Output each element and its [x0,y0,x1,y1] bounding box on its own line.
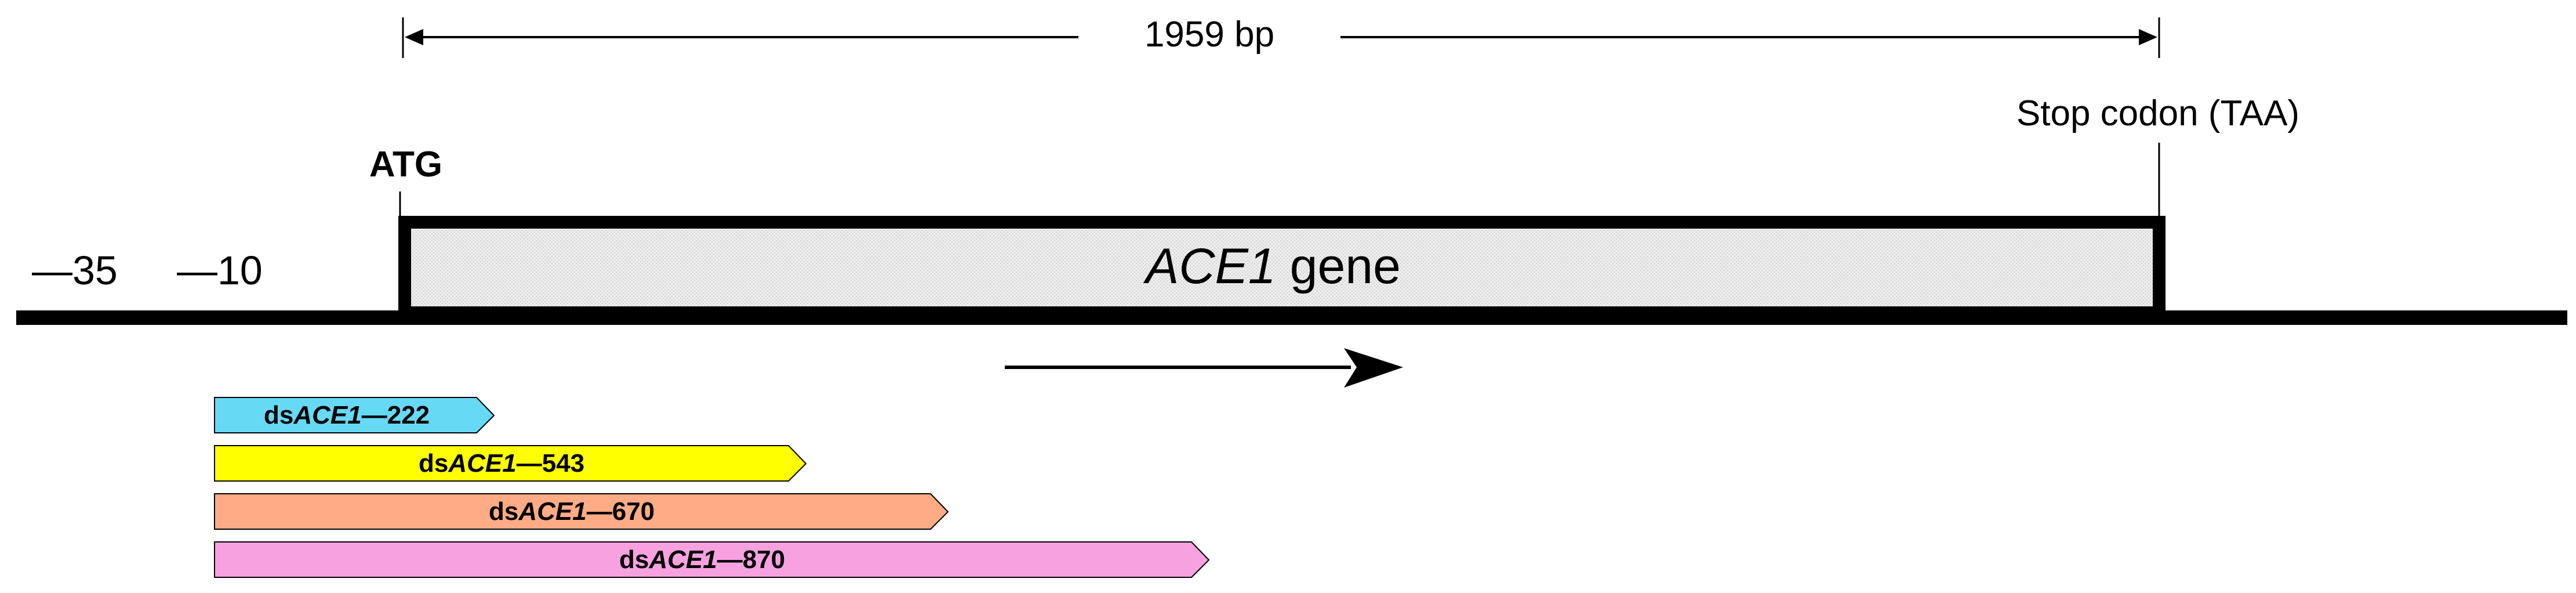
fragment-label: dsACE1—543 [419,449,584,478]
length-dimension: 1959 bp [402,15,2160,58]
chromosome-line [16,310,2567,325]
dimension-arrowhead-left [405,29,423,45]
dsrna-fragments: dsACE1—222 dsACE1—543 dsACE1—670 dsACE1—… [214,397,1210,578]
fragment-label: dsACE1—870 [619,545,785,574]
fragment-label: dsACE1—670 [489,497,655,526]
dimension-arrowhead-right [2139,29,2157,45]
fragment-670: dsACE1—670 [214,493,949,530]
fragment-gene: ACE1 [448,449,516,478]
fragment-prefix: ds [619,545,649,574]
fragment-length: —670 [587,497,655,526]
length-label: 1959 bp [1145,15,1274,55]
stop-codon-label: Stop codon (TAA) [2017,93,2299,133]
fragment-length: —222 [362,401,430,429]
fragment-prefix: ds [264,401,293,429]
fragment-gene: ACE1 [518,497,586,526]
fragment-length: —543 [517,449,584,478]
fragment-prefix: ds [419,449,448,478]
fragment-label: dsACE1—222 [264,401,430,429]
fragment-222: dsACE1—222 [214,397,495,433]
gene-label: ACE1 gene [1143,238,1401,294]
gene-suffix: gene [1276,238,1401,294]
gene-name: ACE1 [1143,238,1276,294]
fragment-arrow [214,397,495,433]
fragment-gene: ACE1 [293,401,361,429]
fragment-arrow [214,445,807,482]
fragment-length: —870 [717,545,785,574]
transcription-direction-arrow [1005,348,1403,388]
fragment-543: dsACE1—543 [214,445,807,482]
fragment-gene: ACE1 [648,545,717,574]
promoter-minus35: —35 [32,248,118,293]
fragment-arrow [214,541,1210,578]
promoter-minus10: —10 [177,248,263,293]
fragment-870: dsACE1—870 [214,541,1210,578]
start-codon-label: ATG [369,144,442,185]
direction-arrowhead [1344,348,1403,388]
fragment-arrow [214,493,949,530]
fragment-prefix: ds [489,497,518,526]
